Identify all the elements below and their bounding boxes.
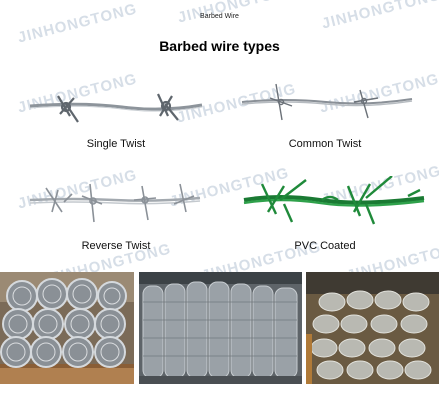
wire-coils-stacked-photo	[139, 272, 302, 384]
reverse-twist-wire-image	[29, 183, 201, 223]
page-subtitle: Barbed Wire	[200, 13, 239, 20]
common-twist-wire-image	[241, 83, 413, 121]
pvc-coated-wire-image	[243, 176, 425, 225]
single-twist-wire-image	[29, 93, 203, 123]
page-title: Barbed wire types	[159, 38, 280, 54]
type-label-common-twist: Common Twist	[288, 138, 362, 150]
type-label-reverse-twist: Reverse Twist	[81, 240, 151, 252]
wire-coils-on-pallet-photo	[0, 272, 134, 384]
type-label-single-twist: Single Twist	[86, 138, 146, 150]
type-label-pvc-coated: PVC Coated	[294, 240, 356, 252]
wire-coils-warehouse-photo	[306, 272, 439, 384]
